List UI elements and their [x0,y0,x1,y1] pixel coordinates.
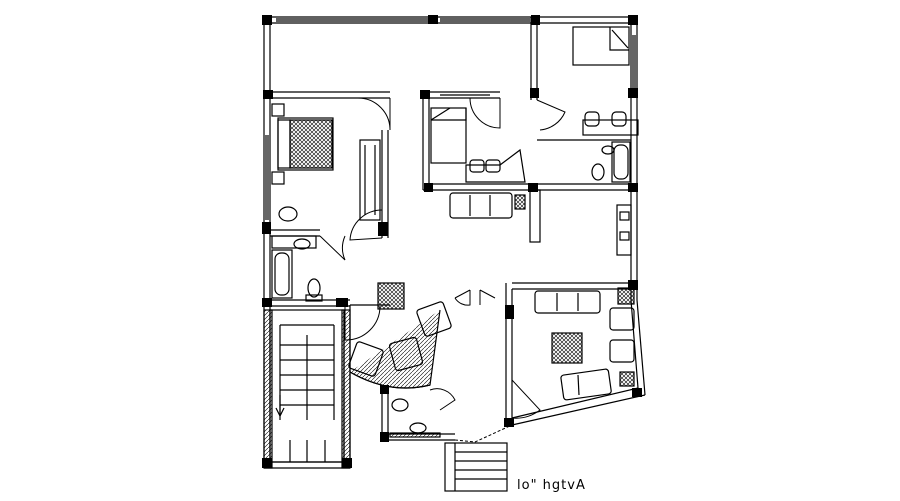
master-wardrobe [359,139,381,221]
bedroom-3-window [632,35,636,90]
living-armchairs [609,287,635,387]
dining-sofa [449,192,526,219]
interior-walls [270,17,637,441]
bathroom-1-fixtures [271,206,323,302]
living-center-table [551,332,583,364]
master-bed [271,103,334,185]
doors [319,97,566,443]
kitchen-counter [529,189,632,256]
entrance-steps [444,442,508,492]
bathroom-2-fixtures [591,141,631,183]
living-sofa-top [534,290,601,314]
bedroom-2-desk [465,148,526,183]
bedroom-3-desk [582,111,639,136]
powder-room-fixtures [389,398,441,438]
bedroom-2-bed [430,107,467,164]
bedroom-3-bed [572,26,630,66]
lobby-furniture [348,282,452,389]
master-window [265,135,269,220]
structural-columns [262,15,642,468]
top-window [276,18,530,22]
living-sofa-bottom [560,368,612,401]
plan-caption: lo" hgtvA [517,478,586,493]
staircase [263,309,351,469]
